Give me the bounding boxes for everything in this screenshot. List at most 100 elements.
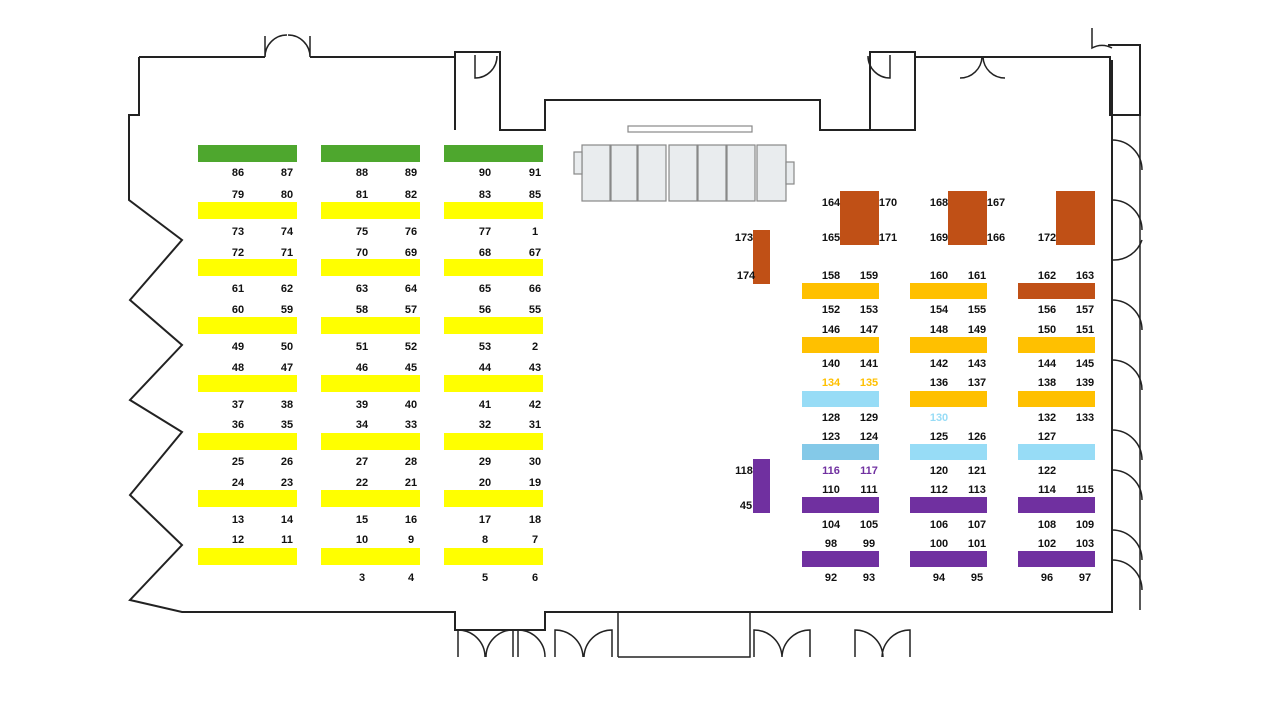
booth-number[interactable]: 37 bbox=[231, 399, 245, 411]
booth-number[interactable]: 12 bbox=[231, 534, 245, 546]
booth-number[interactable]: 2 bbox=[531, 341, 539, 353]
booth-number[interactable]: 11 bbox=[281, 534, 293, 546]
booth-number[interactable]: 151 bbox=[1075, 324, 1095, 336]
large-booth[interactable] bbox=[840, 191, 879, 245]
booth-number[interactable]: 157 bbox=[1075, 304, 1095, 316]
booth-number[interactable]: 170 bbox=[878, 197, 898, 209]
booth-row-bar[interactable] bbox=[321, 317, 420, 334]
booth-number[interactable]: 116 bbox=[822, 465, 840, 477]
booth-number[interactable]: 103 bbox=[1075, 538, 1095, 550]
booth-number[interactable]: 172 bbox=[1037, 232, 1057, 244]
booth-row-bar[interactable] bbox=[910, 551, 987, 567]
booth-number[interactable]: 127 bbox=[1037, 431, 1057, 443]
booth-number[interactable]: 156 bbox=[1037, 304, 1057, 316]
booth-number[interactable]: 86 bbox=[231, 167, 245, 179]
booth-number[interactable]: 62 bbox=[280, 283, 294, 295]
booth-number[interactable]: 46 bbox=[355, 362, 369, 374]
booth-row-bar[interactable] bbox=[910, 391, 987, 407]
booth-number[interactable]: 63 bbox=[355, 283, 369, 295]
booth-row-bar[interactable] bbox=[444, 433, 543, 450]
booth-number[interactable]: 33 bbox=[404, 419, 418, 431]
booth-number[interactable]: 158 bbox=[821, 270, 841, 282]
booth-row-bar[interactable] bbox=[802, 551, 879, 567]
booth-number[interactable]: 65 bbox=[478, 283, 492, 295]
booth-row-bar[interactable] bbox=[444, 202, 543, 219]
booth-row-bar[interactable] bbox=[910, 497, 987, 513]
booth-number[interactable]: 70 bbox=[355, 247, 369, 259]
booth-number[interactable]: 6 bbox=[531, 572, 539, 584]
booth-row-bar[interactable] bbox=[444, 145, 543, 162]
booth-row-bar[interactable] bbox=[321, 259, 420, 276]
booth-number[interactable]: 101 bbox=[967, 538, 987, 550]
booth-row-bar[interactable] bbox=[910, 444, 987, 460]
booth-number[interactable]: 81 bbox=[355, 189, 369, 201]
booth-number[interactable]: 159 bbox=[859, 270, 879, 282]
booth-number[interactable]: 90 bbox=[478, 167, 492, 179]
booth-number[interactable]: 66 bbox=[528, 283, 542, 295]
booth-number[interactable]: 9 bbox=[407, 534, 415, 546]
booth-number[interactable]: 140 bbox=[821, 358, 841, 370]
booth-number[interactable]: 124 bbox=[859, 431, 879, 443]
booth-number[interactable]: 141 bbox=[859, 358, 879, 370]
booth-number[interactable]: 83 bbox=[478, 189, 492, 201]
booth-number[interactable]: 80 bbox=[280, 189, 294, 201]
booth-row-bar[interactable] bbox=[321, 145, 420, 162]
booth-number[interactable]: 121 bbox=[967, 465, 987, 477]
booth-number[interactable]: 32 bbox=[478, 419, 492, 431]
side-booth[interactable] bbox=[753, 230, 770, 284]
booth-number[interactable]: 56 bbox=[478, 304, 492, 316]
booth-number[interactable]: 143 bbox=[967, 358, 987, 370]
booth-number[interactable]: 22 bbox=[355, 477, 369, 489]
booth-number[interactable]: 155 bbox=[967, 304, 987, 316]
booth-number[interactable]: 39 bbox=[355, 399, 369, 411]
booth-number[interactable]: 20 bbox=[478, 477, 492, 489]
large-booth[interactable] bbox=[1056, 191, 1095, 245]
booth-number[interactable]: 107 bbox=[967, 519, 987, 531]
booth-row-bar[interactable] bbox=[444, 375, 543, 392]
booth-number[interactable]: 165 bbox=[821, 232, 841, 244]
booth-number[interactable]: 142 bbox=[929, 358, 949, 370]
booth-number[interactable]: 13 bbox=[231, 514, 245, 526]
booth-number[interactable]: 110 bbox=[822, 484, 840, 496]
booth-number[interactable]: 45 bbox=[739, 500, 753, 512]
booth-number[interactable]: 4 bbox=[407, 572, 415, 584]
booth-number[interactable]: 137 bbox=[967, 377, 987, 389]
booth-number[interactable]: 68 bbox=[478, 247, 492, 259]
booth-number[interactable]: 69 bbox=[404, 247, 418, 259]
booth-number[interactable]: 60 bbox=[231, 304, 245, 316]
booth-row-bar[interactable] bbox=[198, 490, 297, 507]
booth-number[interactable]: 112 bbox=[930, 484, 948, 496]
booth-row-bar[interactable] bbox=[802, 337, 879, 353]
booth-row-bar[interactable] bbox=[802, 444, 879, 460]
booth-number[interactable]: 139 bbox=[1075, 377, 1095, 389]
booth-row-bar[interactable] bbox=[444, 490, 543, 507]
booth-number[interactable]: 30 bbox=[528, 456, 542, 468]
booth-number[interactable]: 111 bbox=[860, 484, 878, 496]
booth-number[interactable]: 145 bbox=[1075, 358, 1095, 370]
booth-number[interactable]: 106 bbox=[929, 519, 949, 531]
booth-number[interactable]: 146 bbox=[821, 324, 841, 336]
booth-number[interactable]: 76 bbox=[404, 226, 418, 238]
booth-number[interactable]: 55 bbox=[528, 304, 542, 316]
booth-number[interactable]: 85 bbox=[528, 189, 542, 201]
booth-number[interactable]: 72 bbox=[231, 247, 245, 259]
booth-number[interactable]: 108 bbox=[1037, 519, 1057, 531]
booth-number[interactable]: 64 bbox=[404, 283, 418, 295]
booth-number[interactable]: 59 bbox=[280, 304, 294, 316]
booth-row-bar[interactable] bbox=[198, 259, 297, 276]
booth-number[interactable]: 18 bbox=[528, 514, 542, 526]
booth-number[interactable]: 164 bbox=[821, 197, 841, 209]
booth-number[interactable]: 100 bbox=[929, 538, 949, 550]
booth-number[interactable]: 52 bbox=[404, 341, 418, 353]
booth-row-bar[interactable] bbox=[1018, 337, 1095, 353]
booth-number[interactable]: 71 bbox=[280, 247, 294, 259]
booth-number[interactable]: 149 bbox=[967, 324, 987, 336]
booth-number[interactable]: 104 bbox=[821, 519, 841, 531]
booth-number[interactable]: 26 bbox=[280, 456, 294, 468]
booth-number[interactable]: 88 bbox=[355, 167, 369, 179]
booth-number[interactable]: 31 bbox=[528, 419, 542, 431]
booth-number[interactable]: 166 bbox=[986, 232, 1006, 244]
booth-number[interactable]: 17 bbox=[478, 514, 492, 526]
booth-number[interactable]: 25 bbox=[231, 456, 245, 468]
booth-row-bar[interactable] bbox=[802, 497, 879, 513]
